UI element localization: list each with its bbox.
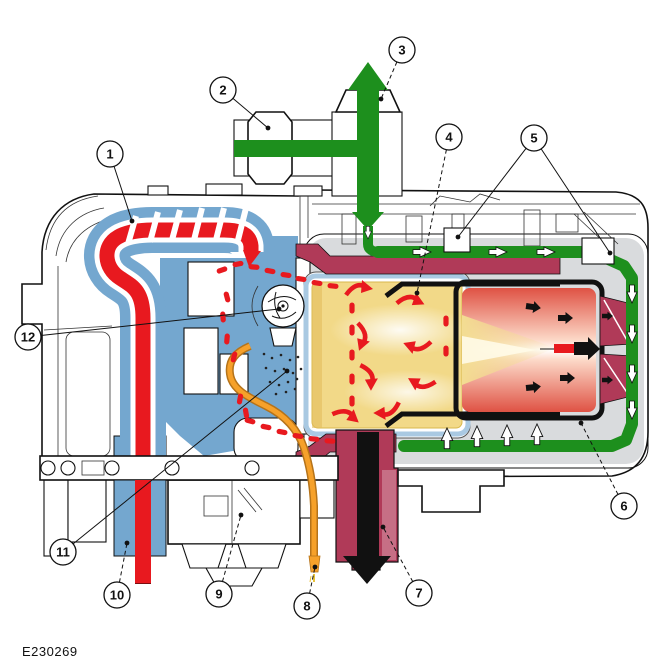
mounting-stub-left xyxy=(443,227,471,253)
svg-text:3: 3 xyxy=(398,43,405,58)
cover-hatch-strips xyxy=(125,207,249,245)
callout-3: 3 xyxy=(378,36,416,102)
evaporator-dots xyxy=(262,352,303,396)
svg-text:12: 12 xyxy=(21,330,35,345)
bolt-rail xyxy=(39,455,339,481)
fuel-line xyxy=(225,342,321,583)
svg-text:1: 1 xyxy=(106,147,113,162)
callout-7: 7 xyxy=(380,524,433,607)
blower-impeller xyxy=(251,284,305,347)
exhaust-outlet xyxy=(335,429,399,584)
svg-text:5: 5 xyxy=(530,131,537,146)
callout-1: 1 xyxy=(96,140,135,224)
callout-5: 5 xyxy=(455,124,613,256)
exchanger-bracket xyxy=(397,469,505,513)
hot-metal-wall-top xyxy=(295,243,561,275)
svg-text:9: 9 xyxy=(215,587,222,602)
svg-text:2: 2 xyxy=(219,83,226,98)
callout-9: 9 xyxy=(205,512,244,608)
callout-2: 2 xyxy=(209,76,271,131)
svg-text:11: 11 xyxy=(56,545,70,560)
heat-exchanger xyxy=(384,279,633,428)
svg-text:8: 8 xyxy=(303,599,310,614)
fuel-connector xyxy=(308,555,321,573)
callout-12: 12 xyxy=(14,306,282,351)
exhaust-gas-arrow xyxy=(357,432,379,558)
svg-text:4: 4 xyxy=(445,130,453,145)
callout-10: 10 xyxy=(103,540,131,609)
figure-code-label: E230269 xyxy=(22,644,78,659)
combustion-air-system xyxy=(233,62,638,452)
svg-text:10: 10 xyxy=(110,588,124,603)
callout-8: 8 xyxy=(293,564,321,620)
callout-6: 6 xyxy=(578,420,638,520)
callout-4: 4 xyxy=(414,123,463,296)
svg-text:6: 6 xyxy=(620,499,627,514)
lower-assembly xyxy=(39,455,505,587)
pump-housing xyxy=(167,479,301,545)
callout-11: 11 xyxy=(49,368,290,566)
svg-text:7: 7 xyxy=(415,586,422,601)
